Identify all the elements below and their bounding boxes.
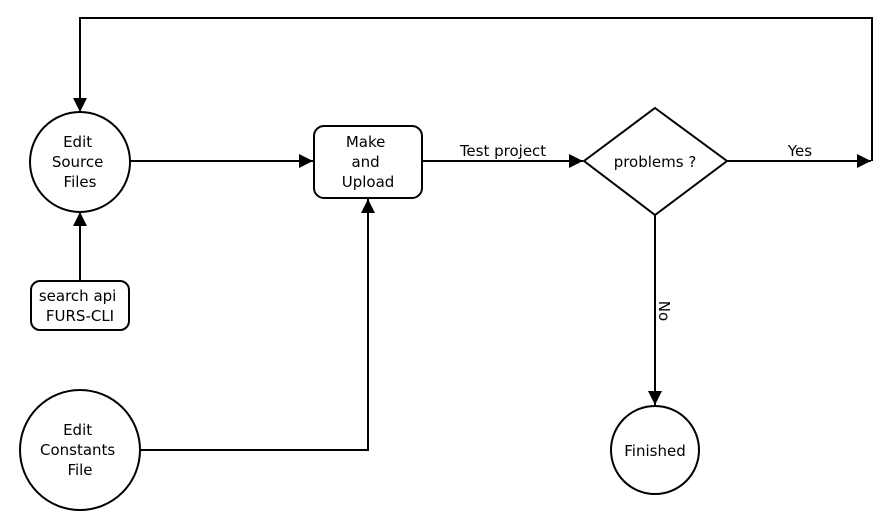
edges bbox=[73, 17, 873, 451]
node-edit-constants-file: Edit Constants File bbox=[19, 389, 141, 511]
edge-label-yes: Yes bbox=[787, 142, 812, 160]
edge-edit-constants-to-make bbox=[140, 199, 375, 451]
svg-text:search api FURS-CLI: search api FURS-CLI bbox=[39, 287, 121, 325]
svg-text:Make and Upload: Make and Upload bbox=[342, 133, 395, 191]
edge-label-no: No bbox=[655, 301, 673, 321]
svg-text:problems ?: problems ? bbox=[614, 153, 697, 171]
node-edit-source-files: Edit Source Files bbox=[29, 111, 131, 213]
node-problems-decision: problems ? bbox=[582, 106, 729, 217]
node-finished: Finished bbox=[610, 405, 700, 495]
node-make-and-upload: Make and Upload bbox=[313, 125, 423, 199]
edge-label-test-project: Test project bbox=[459, 142, 546, 160]
svg-text:Edit Source Files: Edit Source Files bbox=[52, 133, 108, 191]
svg-text:Edit Constants Fil: Edit Constants File bbox=[40, 421, 120, 479]
svg-text:Finished: Finished bbox=[624, 442, 685, 460]
edge-yes-loop-back bbox=[73, 17, 873, 161]
node-search-api: search api FURS-CLI bbox=[30, 280, 130, 331]
